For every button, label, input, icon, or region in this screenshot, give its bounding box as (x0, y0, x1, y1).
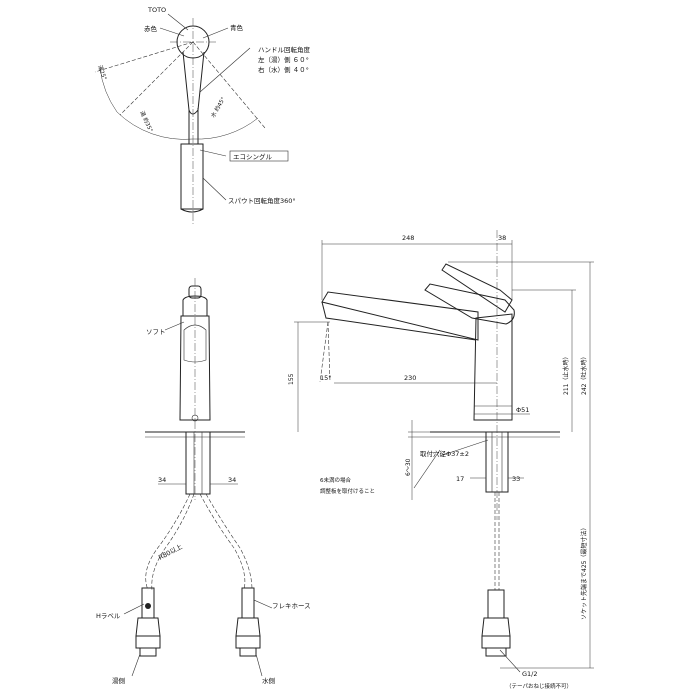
angle-15: 15° (320, 374, 332, 382)
g12-label: G1/2 (522, 670, 538, 678)
socket-length-label: ソケット先端まで425（最短寸法） (580, 525, 588, 620)
note-line2: 調整板を取付けること (320, 487, 375, 495)
hose-left (145, 493, 191, 591)
hose-radius-label: R80以上 (157, 541, 184, 561)
note-line1: 6未満の場合 (320, 476, 351, 484)
eco-label-box (229, 150, 289, 162)
dim-17: 17 (456, 475, 464, 483)
dim-248: 248 (402, 234, 414, 242)
dim-242: 242（吐水時） (580, 354, 588, 395)
soft-label: ソフト (146, 328, 166, 336)
angle-hot: 湯 約35° (138, 109, 155, 133)
side-spout (321, 291, 479, 341)
dim-155: 155 (288, 373, 295, 385)
front-body (179, 315, 211, 421)
dim-6-30: 6～30 (405, 458, 412, 476)
red-label: 赤色 (144, 24, 158, 33)
top-view: TOTO 赤色 青色 ハンドル回転角度 左（湯）側 ６０° 右（水）側 ４０° … (94, 6, 311, 225)
eco-label: エコシングル (233, 152, 273, 161)
hot-side-label: 湯側 (112, 676, 126, 685)
blue-label: 青色 (230, 23, 244, 32)
dim-33: 33 (512, 475, 520, 483)
side-body (473, 313, 513, 421)
angle-cold: 水 約45° (209, 95, 227, 119)
side-lever (441, 263, 513, 313)
angle-hot-small: 湯25° (96, 64, 109, 81)
dim-34-right: 34 (228, 476, 236, 484)
dim-38: 38 (498, 234, 506, 242)
cold-side-label: 水側 (262, 676, 276, 685)
front-view: ソフト 34 34 R80以上 Hラベル フレキホース 湯側 水側 (96, 278, 311, 685)
hose-fitting-right (241, 587, 255, 619)
hole-diameter-label: 取付穴径Φ37±2 (420, 449, 469, 458)
handle-angle-left: 左（湯）側 ６０° (258, 55, 309, 64)
lever (182, 51, 205, 115)
side-view: 248 38 155 15° 230 Φ51 211（止水時） 242（吐水時）… (288, 230, 594, 690)
brand-label: TOTO (147, 6, 166, 14)
h-label: Hラベル (96, 612, 121, 620)
spout-top (180, 143, 204, 210)
spout-rotation-label: スパウト回転角度360° (228, 196, 296, 205)
handle-angle-right: 右（水）側 ４０° (258, 65, 309, 74)
flexhose-label: フレキホース (272, 602, 311, 610)
side-handle (424, 283, 515, 325)
handle-angle-title: ハンドル回転角度 (258, 45, 311, 54)
taper-note: （テーパおねじ接続不可） (506, 682, 572, 690)
front-shank (185, 431, 211, 495)
dim-211: 211（止水時） (562, 354, 570, 395)
side-hose-fitting (487, 589, 505, 619)
dim-230: 230 (404, 374, 416, 382)
dim-phi51: Φ51 (516, 406, 529, 414)
hose-right (199, 493, 246, 591)
dim-34-left: 34 (158, 476, 166, 484)
